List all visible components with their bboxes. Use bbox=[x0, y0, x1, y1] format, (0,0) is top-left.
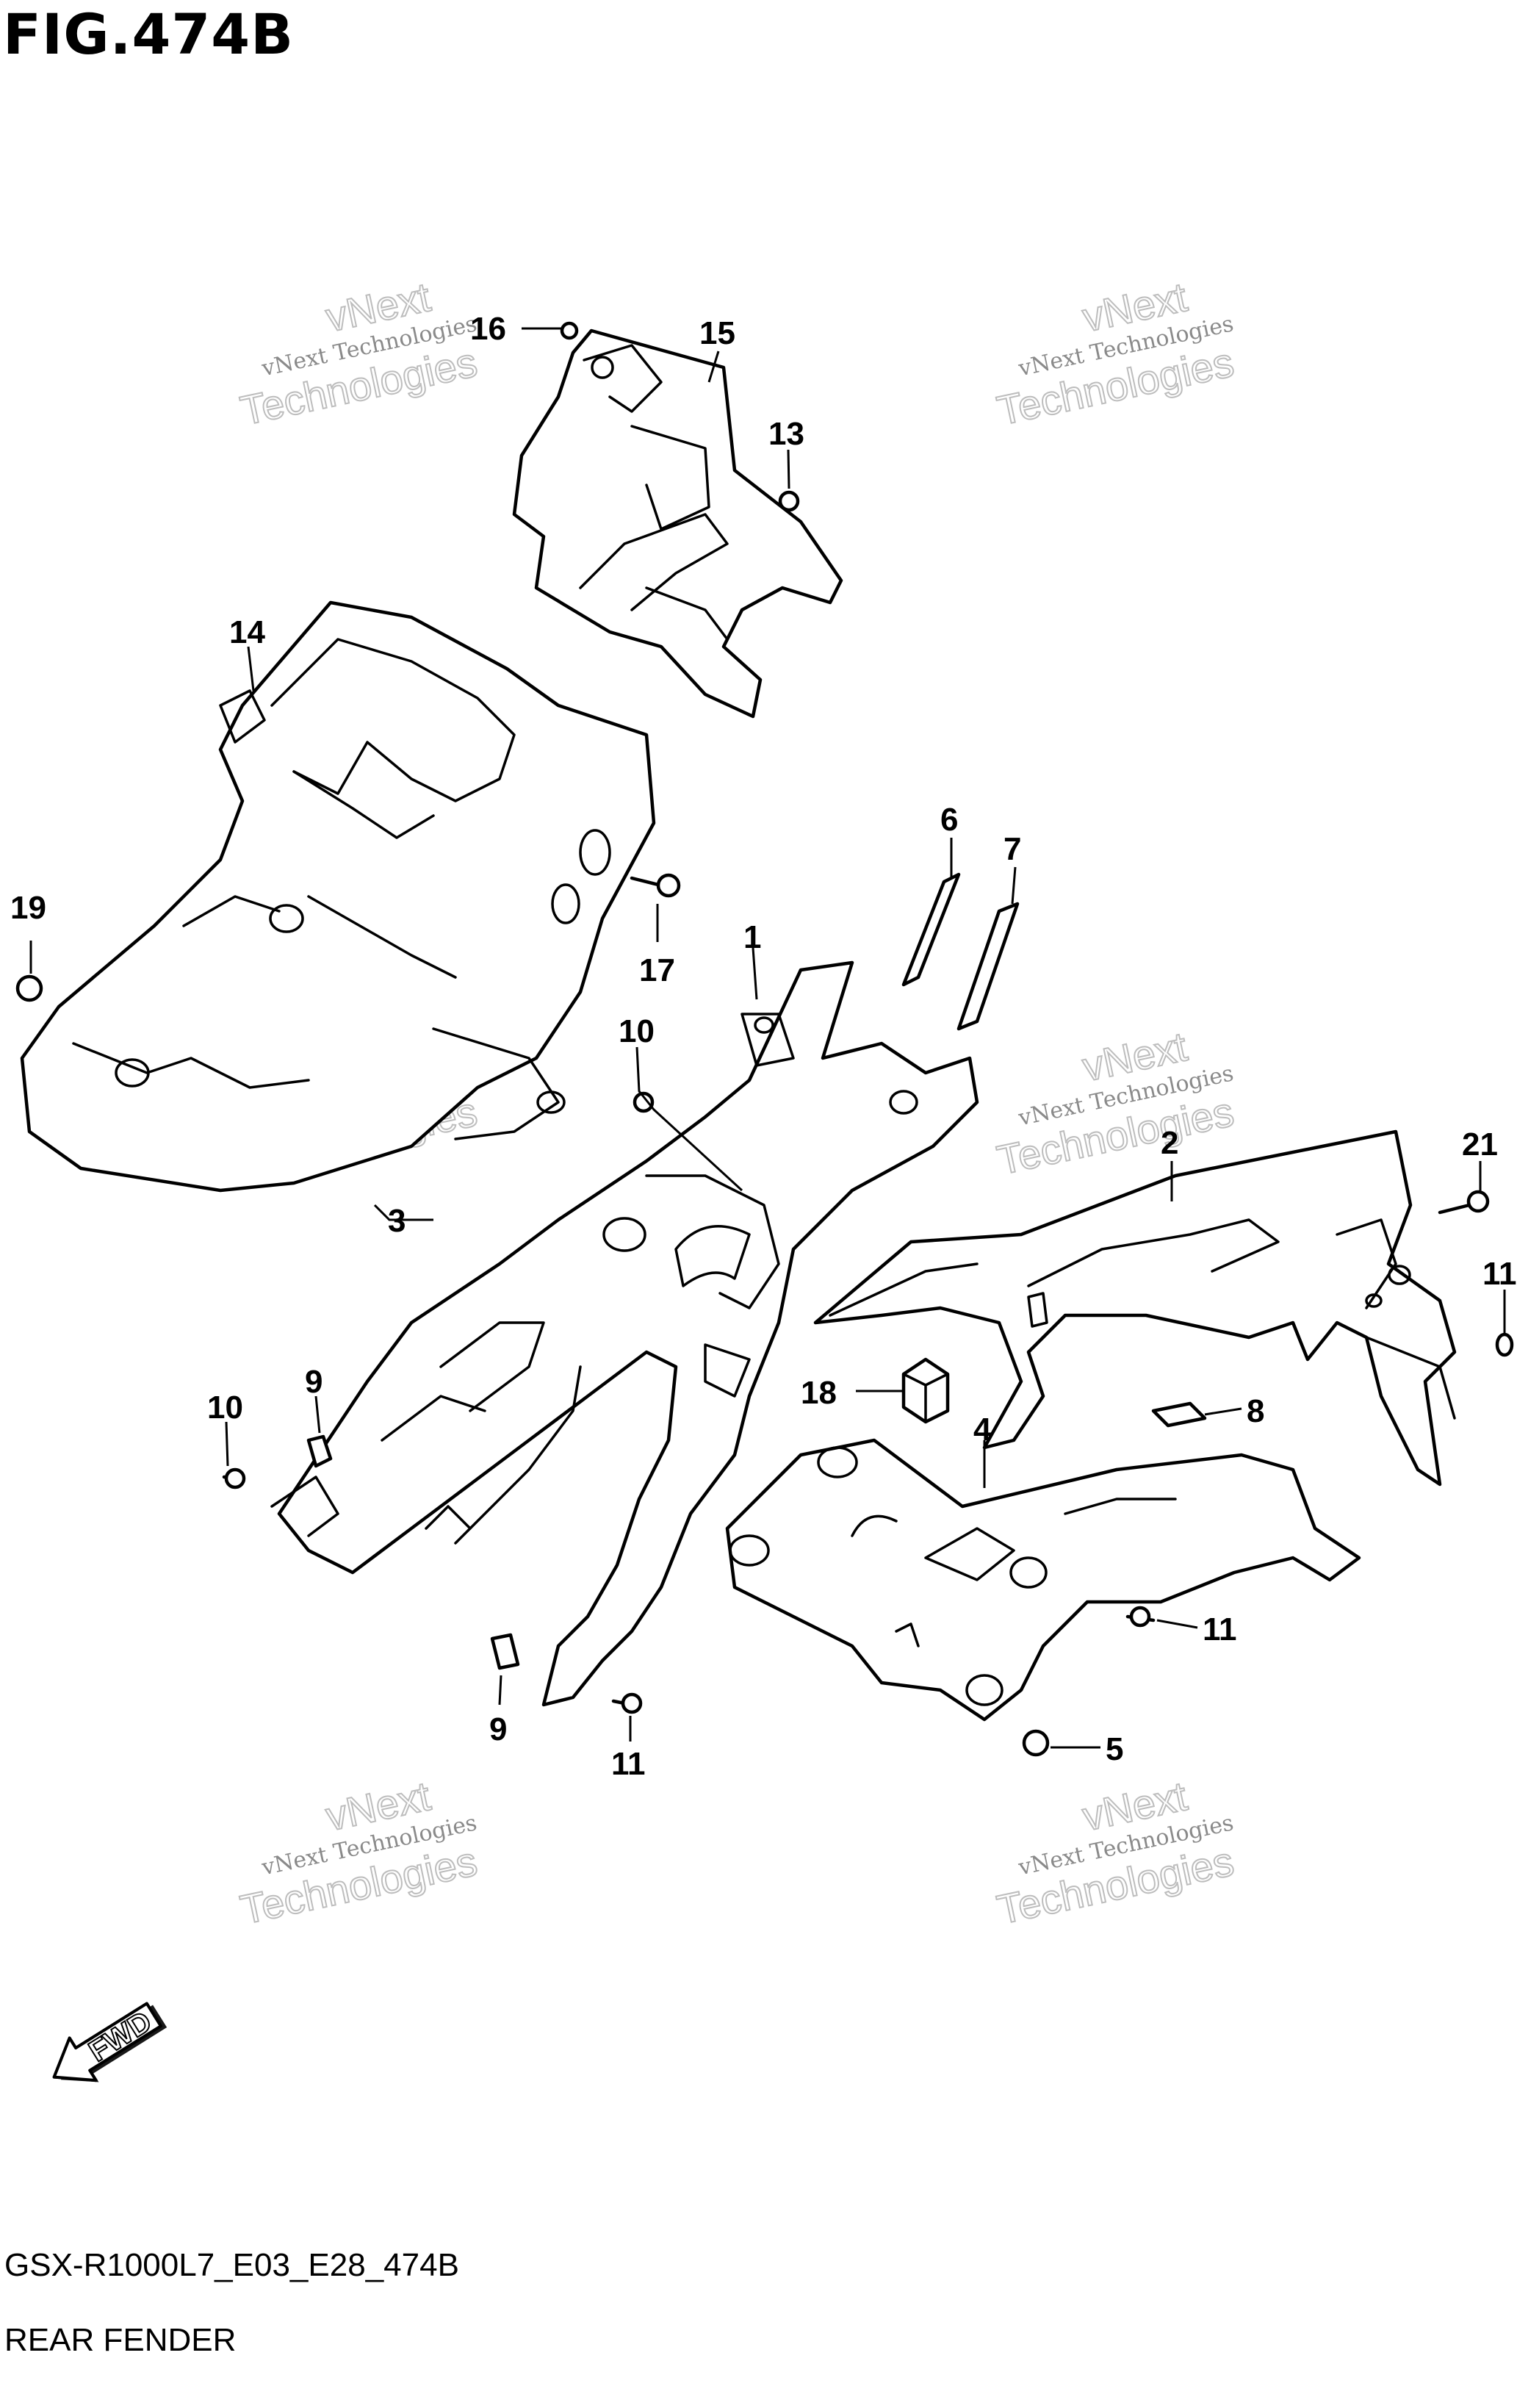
callout-thirteen: 11 bbox=[1482, 1256, 1517, 1292]
part-2-mud-guard bbox=[813, 1129, 1457, 1487]
watermark-top-right: vNext vNext Technologies Technologies bbox=[992, 273, 1239, 434]
part-10-screw bbox=[633, 1091, 655, 1113]
part-19-bolt bbox=[630, 873, 681, 898]
part-6-strip bbox=[901, 872, 961, 987]
part-9-clip-lower bbox=[490, 1633, 520, 1670]
fasteners bbox=[15, 321, 1514, 1757]
leader-lines bbox=[29, 327, 1506, 1749]
fwd-direction-arrow: FWD bbox=[52, 2002, 167, 2082]
callout-16: 14 bbox=[229, 614, 265, 650]
callout-1: 1 bbox=[743, 919, 761, 955]
callout-20: 19 bbox=[10, 890, 46, 926]
callout-9-upper: 9 bbox=[305, 1364, 323, 1400]
callout-18: 16 bbox=[470, 311, 506, 347]
callout-10: 10 bbox=[619, 1013, 655, 1049]
part-7-strip bbox=[956, 902, 1020, 1031]
part-20-nut bbox=[15, 974, 43, 1002]
callout-4: 4 bbox=[973, 1412, 992, 1448]
part-12-screw bbox=[1125, 1606, 1156, 1628]
part-1-rear-fender bbox=[270, 960, 979, 1707]
part-16-side-cover bbox=[20, 600, 656, 1193]
part-15-grommet bbox=[778, 490, 800, 512]
part-11-screw-left bbox=[222, 1467, 246, 1489]
callout-15: 13 bbox=[768, 416, 804, 452]
callout-19: 17 bbox=[639, 952, 675, 988]
watermark-bottom-right: vNext vNext Technologies Technologies bbox=[992, 1772, 1239, 1933]
callout-9-lower: 9 bbox=[489, 1711, 507, 1747]
callout-11-left-final: 10 bbox=[207, 1390, 243, 1426]
part-18-screw bbox=[560, 321, 579, 340]
part-13-washer bbox=[1495, 1332, 1514, 1357]
part-21-bolt bbox=[1438, 1190, 1490, 1215]
callout-11-lower: 11 bbox=[611, 1746, 646, 1782]
figure-title: FIG.474B bbox=[3, 1, 295, 67]
callout-8: 8 bbox=[1247, 1393, 1264, 1429]
part-8-strip bbox=[1151, 1401, 1207, 1428]
part-5-nut bbox=[1022, 1729, 1050, 1757]
callout-2: 2 bbox=[1161, 1125, 1178, 1161]
callout-5: 5 bbox=[1106, 1731, 1123, 1767]
watermark-bottom-left: vNext vNext Technologies Technologies bbox=[236, 1772, 482, 1933]
callout-12: 11 bbox=[1203, 1611, 1237, 1647]
callout-numbers: 16 15 13 14 19 17 1 10 6 7 2 21 11 8 18 … bbox=[10, 311, 1517, 1782]
callout-17: 15 bbox=[699, 315, 735, 351]
callout-21: 21 bbox=[1462, 1126, 1498, 1162]
watermark-mid-right: vNext vNext Technologies Technologies bbox=[992, 1022, 1239, 1184]
part-9-clip-upper bbox=[306, 1434, 333, 1468]
callout-7: 7 bbox=[1003, 831, 1021, 867]
part-14-block bbox=[901, 1357, 950, 1424]
section-name: REAR FENDER bbox=[4, 2322, 237, 2358]
model-code: GSX-R1000L7_E03_E28_474B bbox=[4, 2247, 459, 2283]
part-4-bracket bbox=[725, 1438, 1361, 1722]
callout-3: 3 bbox=[388, 1203, 406, 1239]
watermark-top-left: vNext vNext Technologies Technologies bbox=[236, 273, 482, 434]
part-11-screw-bottom bbox=[611, 1692, 643, 1714]
callout-fourteen: 18 bbox=[801, 1375, 837, 1411]
part-17-cover bbox=[512, 328, 843, 719]
callout-6: 6 bbox=[940, 802, 958, 838]
